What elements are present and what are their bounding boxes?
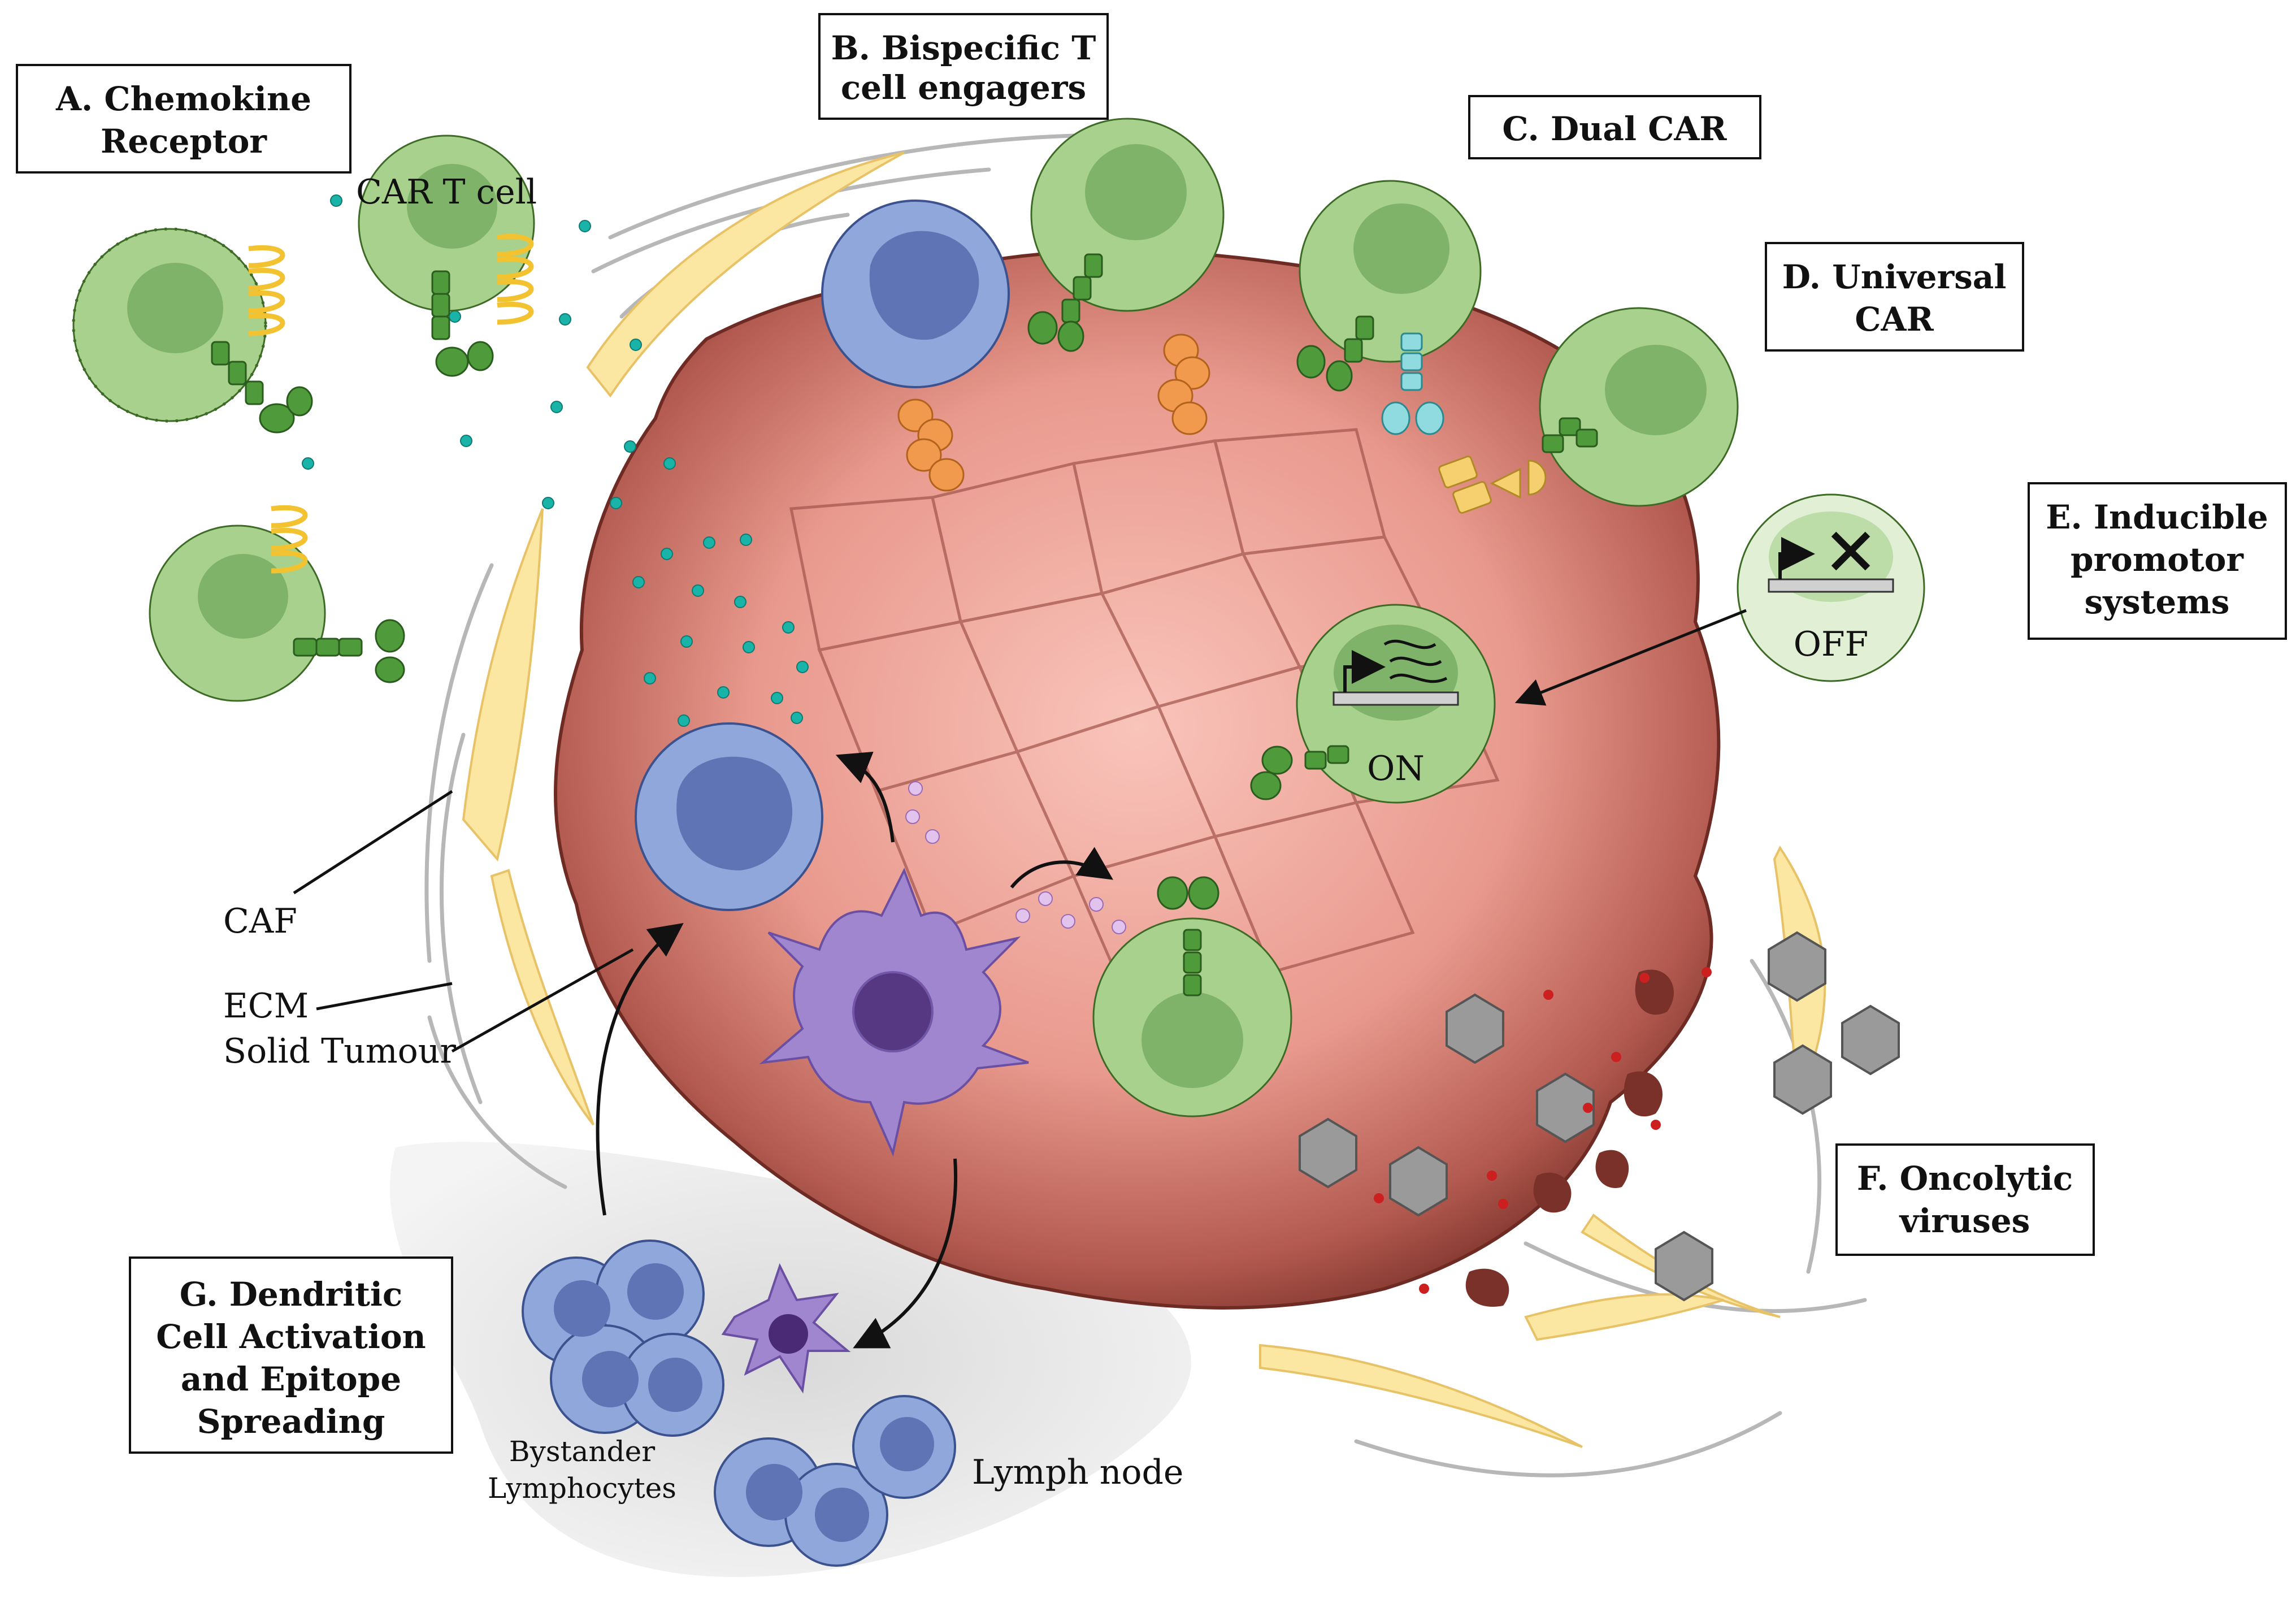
svg-text:Receptor: Receptor xyxy=(101,122,267,161)
panel-e-box: E. Inducible promotor systems xyxy=(2028,482,2287,640)
bispecific-engager xyxy=(1157,333,1210,435)
lymph-dendritic-cell xyxy=(721,1263,851,1394)
caf-cell-bottom2 xyxy=(1524,1293,1724,1341)
svg-text:cell engagers: cell engagers xyxy=(841,68,1086,107)
svg-text:E. Inducible: E. Inducible xyxy=(2046,498,2268,536)
arrow-dc-to-blue xyxy=(835,751,895,843)
blue-cell-center xyxy=(635,722,823,911)
arrow-tumour-to-lymph xyxy=(853,1158,957,1349)
svg-text:F. Oncolytic: F. Oncolytic xyxy=(1857,1159,2073,1198)
ecm-label: ECM xyxy=(223,986,309,1026)
car-receptor-chain xyxy=(1296,315,1374,392)
antigen-dots xyxy=(905,781,1126,934)
car-t-cell-a1 xyxy=(72,227,313,434)
car-t-cell-a2: CAR T cell xyxy=(356,135,537,377)
on-label: ON xyxy=(1367,749,1425,788)
solid-tumour-label: Solid Tumour xyxy=(223,1032,456,1071)
car-receptor-chain xyxy=(293,619,405,683)
car-t-cell-b xyxy=(1027,118,1225,435)
caf-leader xyxy=(293,790,453,895)
cafs xyxy=(462,151,1826,1448)
svg-text:Spreading: Spreading xyxy=(197,1402,385,1441)
panel-d-box: D. Universal CAR xyxy=(1765,242,2024,352)
promotor-arrow-on xyxy=(1343,650,1386,692)
car-t-cell-off: OFF xyxy=(1737,493,1925,682)
promotor-bar-on xyxy=(1333,691,1459,706)
mrna-transcripts xyxy=(1383,639,1448,683)
svg-text:D. Universal: D. Universal xyxy=(1782,258,2007,296)
car-receptor-chain xyxy=(1542,417,1598,453)
panel-a-box: A. Chemokine Receptor xyxy=(16,64,351,174)
bystander-label-line1: Bystander xyxy=(509,1435,655,1468)
panel-b-box: B. Bispecific T cell engagers xyxy=(818,13,1109,120)
car-t-cell-c xyxy=(1296,180,1482,435)
solid-tumour-leader xyxy=(451,948,634,1053)
off-label: OFF xyxy=(1794,625,1868,664)
car-t-cell-bottom xyxy=(1092,876,1292,1117)
oncolytic-viruses xyxy=(1299,931,1900,1302)
caf-cell-left2 xyxy=(490,869,594,1126)
car-t-cell-a3 xyxy=(149,505,405,702)
arrow-dc-to-cart xyxy=(1010,847,1113,889)
panel-f-box: F. Oncolytic viruses xyxy=(1835,1143,2095,1256)
svg-text:Cell Activation: Cell Activation xyxy=(156,1318,426,1356)
caf-cell-bottom1 xyxy=(1259,1344,1583,1448)
released-particles xyxy=(1374,967,1712,1294)
car-t-cell-on: ON xyxy=(1250,604,1496,804)
svg-text:C. Dual CAR: C. Dual CAR xyxy=(1502,110,1727,148)
svg-text:G. Dendritic: G. Dendritic xyxy=(180,1275,403,1314)
chemokine-receptor-coil xyxy=(271,505,308,574)
promotor-arrow-off xyxy=(1778,537,1815,579)
svg-text:CAR: CAR xyxy=(1855,300,1934,339)
caf-cell-left xyxy=(462,508,544,862)
svg-text:A. Chemokine: A. Chemokine xyxy=(55,80,311,118)
svg-text:viruses: viruses xyxy=(1899,1202,2030,1240)
panel-g-box: G. Dendritic Cell Activation and Epitope… xyxy=(129,1256,453,1454)
dendritic-cell-center xyxy=(759,868,1029,1157)
universal-adapter xyxy=(1438,456,1547,514)
svg-text:promotor: promotor xyxy=(2071,540,2244,579)
blocked-cross-icon xyxy=(1831,531,1870,571)
bispecific-engager xyxy=(897,398,965,492)
car-t-cell-d xyxy=(1438,307,1739,514)
svg-text:and Epitope: and Epitope xyxy=(181,1360,401,1398)
car-receptor-chain xyxy=(211,341,313,434)
caf-label: CAF xyxy=(223,902,297,941)
blue-tumour-cell-b xyxy=(821,200,1010,492)
chemokine-receptor-coil xyxy=(497,233,534,325)
svg-text:systems: systems xyxy=(2085,583,2230,621)
chemokine-receptor-coil xyxy=(248,245,285,336)
arrow-off-to-on xyxy=(1514,609,1747,706)
bystander-label-line2: Lymphocytes xyxy=(488,1472,676,1505)
car-receptor-chain xyxy=(1157,876,1219,996)
ecm-leader xyxy=(316,982,453,1011)
panel-c-box: C. Dual CAR xyxy=(1468,95,1761,159)
car-t-cell-label: CAR T cell xyxy=(356,172,537,212)
second-car-receptor-chain xyxy=(1381,332,1444,435)
arrow-lymph-to-tumour xyxy=(596,922,684,1216)
bystander-nuclei xyxy=(554,1263,934,1542)
car-receptor-chain xyxy=(431,270,494,377)
car-receptor-chain xyxy=(1027,253,1103,352)
lymph-node-label: Lymph node xyxy=(972,1453,1183,1492)
promotor-bar-off xyxy=(1768,578,1894,593)
car-receptor-chain xyxy=(1250,745,1349,800)
svg-text:B. Bispecific T: B. Bispecific T xyxy=(831,29,1096,67)
caf-cell-top xyxy=(586,151,905,398)
lysed-tumour-fragments xyxy=(1465,969,1674,1307)
